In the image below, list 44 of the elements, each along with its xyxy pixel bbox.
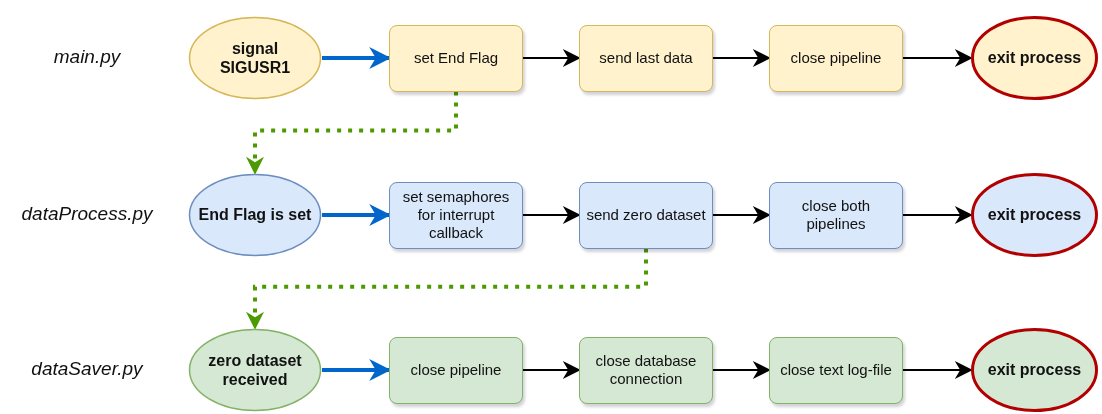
arrow bbox=[713, 206, 771, 224]
arrow bbox=[713, 361, 771, 379]
process-box bbox=[769, 24, 903, 92]
process-box bbox=[389, 181, 523, 249]
process-box bbox=[579, 181, 713, 249]
process-box bbox=[769, 336, 903, 404]
state-text: End Flag is set bbox=[197, 205, 313, 225]
process-box bbox=[769, 181, 903, 249]
dotted-arrow bbox=[246, 248, 648, 330]
state-text: exit process bbox=[986, 205, 1083, 225]
state-text: exit process bbox=[986, 360, 1083, 380]
arrow bbox=[523, 49, 581, 67]
start-ellipse bbox=[188, 16, 322, 100]
process-box bbox=[389, 24, 523, 92]
step-text: close database connection bbox=[594, 352, 698, 388]
row-label: main.py bbox=[52, 46, 122, 68]
step-text: set End Flag bbox=[412, 49, 500, 67]
arrow bbox=[523, 206, 581, 224]
end-ellipse bbox=[971, 16, 1098, 100]
step-text: close pipeline bbox=[789, 49, 883, 67]
state-text: zero dataset received bbox=[207, 350, 303, 390]
step-text: close both pipelines bbox=[800, 197, 872, 233]
step-text: close pipeline bbox=[409, 361, 503, 379]
row-label: dataSaver.py bbox=[30, 358, 145, 380]
step-text: send zero dataset bbox=[585, 206, 707, 224]
step-text: send last data bbox=[598, 49, 694, 67]
state-text: signal SIGUSR1 bbox=[218, 38, 292, 78]
process-box bbox=[579, 24, 713, 92]
dotted-arrow bbox=[246, 91, 458, 175]
arrow bbox=[903, 361, 973, 379]
start-ellipse bbox=[188, 173, 322, 257]
step-text: set semaphores for interrupt callback bbox=[401, 188, 511, 242]
row-label: dataProcess.py bbox=[20, 203, 155, 225]
arrow bbox=[903, 206, 973, 224]
end-ellipse bbox=[971, 173, 1098, 257]
arrow bbox=[713, 49, 771, 67]
step-text: close text log-file bbox=[779, 361, 893, 379]
arrow bbox=[903, 49, 973, 67]
end-ellipse bbox=[971, 328, 1098, 412]
process-box bbox=[389, 336, 523, 404]
process-box bbox=[579, 336, 713, 404]
state-text: exit process bbox=[986, 48, 1083, 68]
arrow bbox=[523, 361, 581, 379]
start-ellipse bbox=[188, 328, 322, 412]
